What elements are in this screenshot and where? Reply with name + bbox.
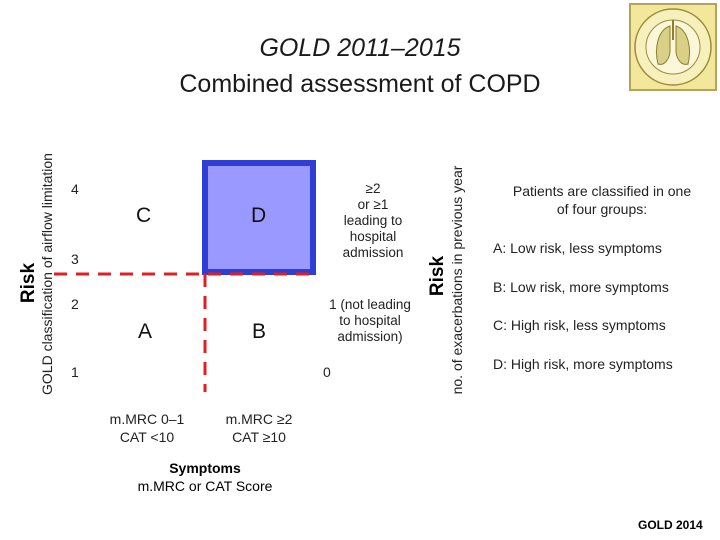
- right-axis-description: no. of exacerbations in previous year: [449, 165, 465, 395]
- left-tick-3: 3: [71, 251, 79, 267]
- gold-logo: [628, 2, 718, 92]
- page-title: GOLD 2011–2015: [259, 34, 461, 62]
- left-tick-2: 2: [71, 296, 79, 312]
- quadrant-b-label: B: [252, 320, 267, 343]
- right-label-one: 1 (not leading to hospital admission): [329, 297, 411, 344]
- left-tick-1: 1: [71, 364, 79, 380]
- page-subtitle: Combined assessment of COPD: [179, 70, 541, 98]
- x-label-low-symptoms: m.MRC 0–1 CAT <10: [109, 411, 185, 445]
- quadrant-d-highlight: [202, 160, 316, 275]
- legend-item-c: C: High risk, less symptoms: [493, 317, 666, 333]
- legend-item-a: A: Low risk, less symptoms: [493, 240, 662, 256]
- right-label-high: ≥2 or ≥1 leading to hospital admission: [342, 181, 404, 260]
- x-axis-title: Symptoms: [169, 460, 241, 476]
- quadrant-a-label: A: [138, 320, 153, 343]
- legend-item-b: B: Low risk, more symptoms: [493, 279, 669, 295]
- left-tick-4: 4: [71, 181, 79, 197]
- right-label-zero: 0: [323, 364, 331, 380]
- x-label-high-symptoms: m.MRC ≥2 CAT ≥10: [225, 411, 293, 445]
- x-axis-subtitle: m.MRC or CAT Score: [137, 478, 273, 494]
- quadrant-d-label: D: [251, 204, 267, 227]
- legend-item-d: D: High risk, more symptoms: [493, 356, 673, 372]
- legend-intro: Patients are classified in one of four g…: [512, 183, 692, 217]
- footer-source: GOLD 2014: [638, 518, 703, 532]
- right-risk-label: Risk: [427, 255, 448, 297]
- quadrant-c-label: C: [136, 204, 152, 227]
